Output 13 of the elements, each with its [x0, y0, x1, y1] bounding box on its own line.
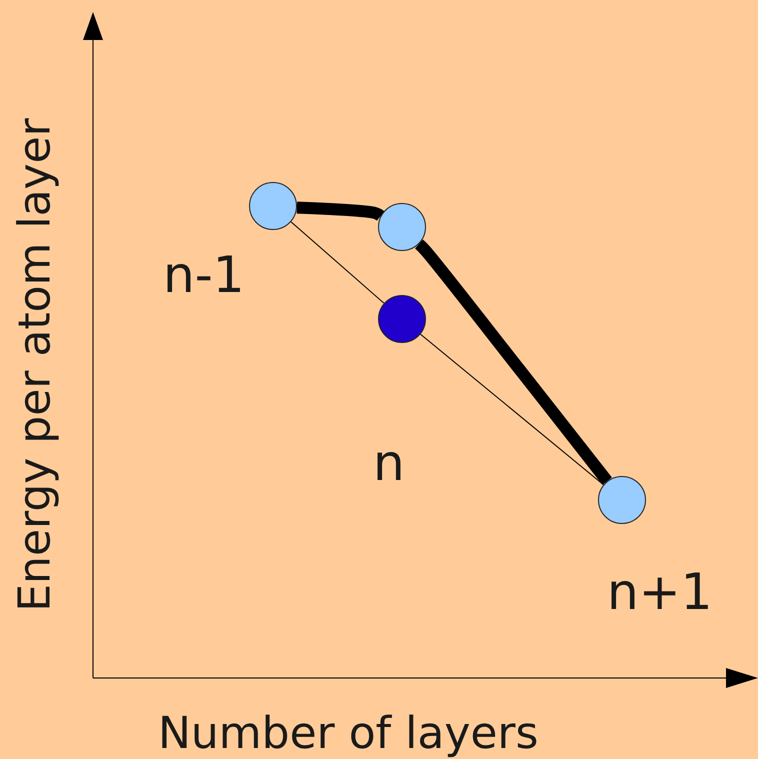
- point-label: n+1: [607, 567, 712, 617]
- point-label: n: [373, 438, 405, 488]
- line: [290, 221, 384, 304]
- line: [420, 334, 604, 486]
- curve-line: [296, 202, 384, 221]
- curve-line: [414, 240, 612, 485]
- data-point: [249, 182, 297, 230]
- axis-title: Energy per atom layer: [13, 118, 58, 612]
- data-point: [598, 476, 646, 524]
- data-point: [378, 203, 426, 251]
- point-label: n-1: [163, 250, 245, 300]
- axis-title: Number of layers: [158, 712, 538, 756]
- data-point: [378, 295, 426, 343]
